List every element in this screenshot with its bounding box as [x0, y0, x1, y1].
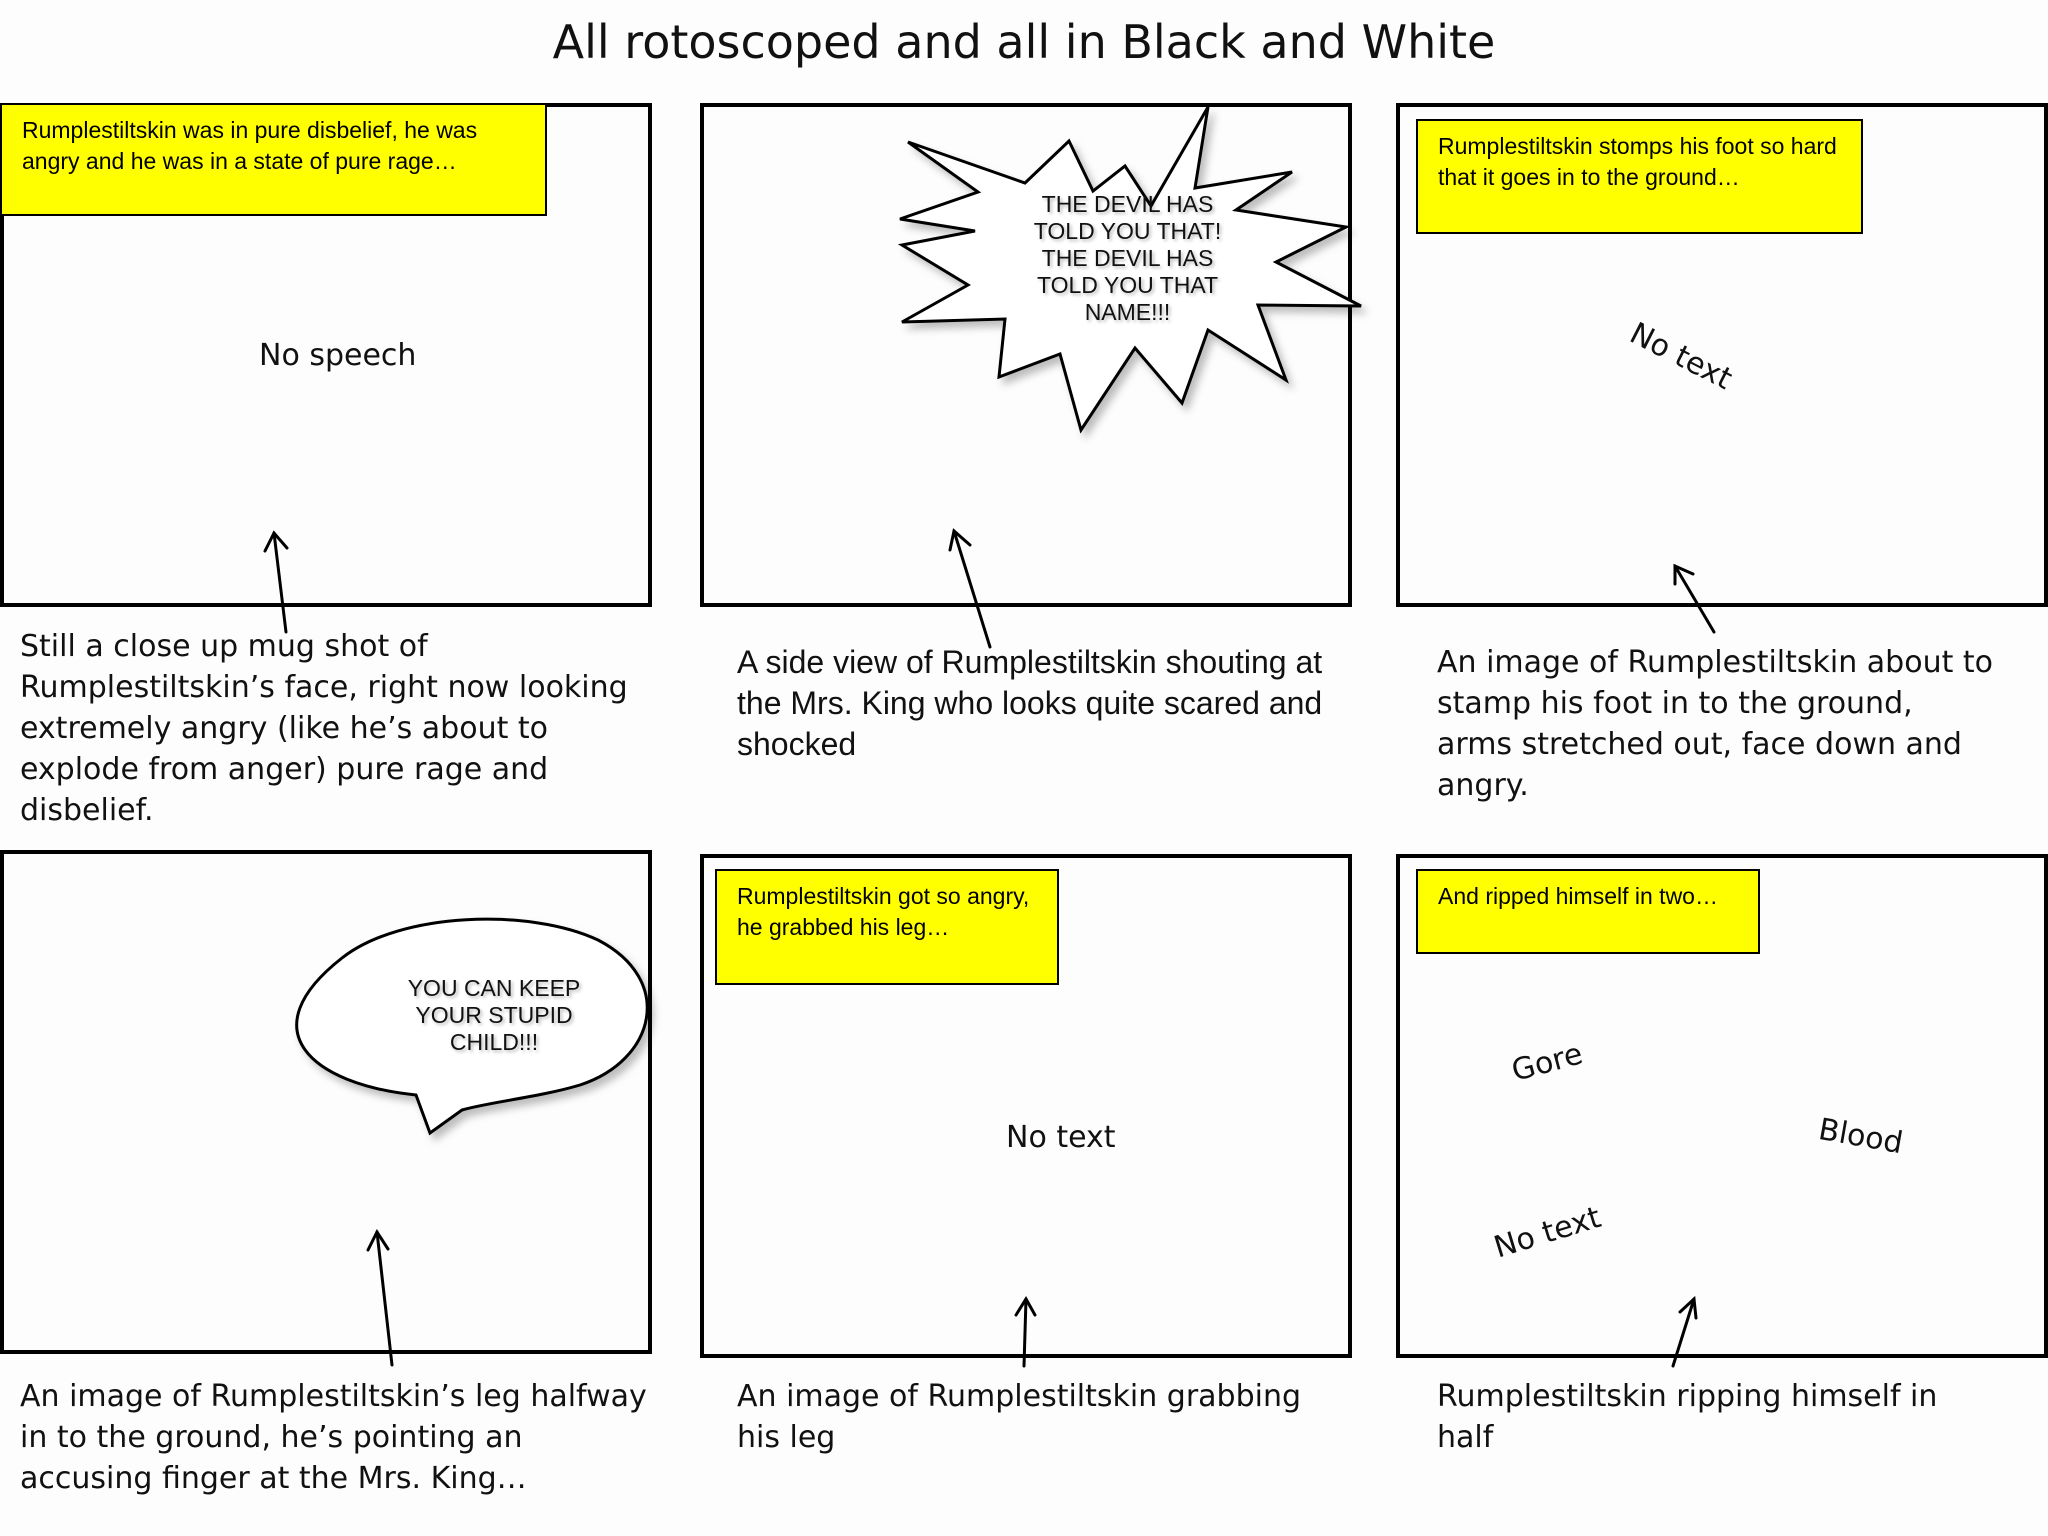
panel-1-description: Still a close up mug shot of Rumplestilt… — [20, 629, 628, 828]
panel-1-no-speech-label: No speech — [259, 338, 417, 373]
panel-6-caption: And ripped himself in two… — [1416, 869, 1760, 954]
page-title: All rotoscoped and all in Black and Whit… — [552, 15, 1496, 69]
oval-bubble-text: YOU CAN KEEP YOUR STUPID CHILD!!! — [407, 975, 581, 1055]
panel-5-arrow — [1014, 1296, 1037, 1368]
oval-speech-bubble — [295, 917, 649, 1136]
panel-3-caption: Rumplestiltskin stomps his foot so hard … — [1416, 119, 1863, 234]
panel-3-description: An image of Rumplestiltskin about to sta… — [1437, 645, 1993, 803]
panel-6-description: Rumplestiltskin ripping himself in half — [1437, 1379, 1938, 1455]
panel-4-description: An image of Rumplestiltskin’s leg halfwa… — [20, 1379, 647, 1496]
panel-4-arrow — [366, 1228, 394, 1367]
panel-5-description: An image of Rumplestiltskin grabbing his… — [737, 1379, 1302, 1455]
panel-5-no-text-label: No text — [1006, 1120, 1116, 1155]
panel-5-caption: Rumplestiltskin got so angry, he grabbed… — [715, 869, 1059, 985]
panel-2-arrow — [948, 528, 992, 649]
explosion-speech-bubble — [897, 106, 1362, 434]
panel-1-arrow — [263, 530, 289, 634]
pointer-arrows — [263, 528, 1716, 1368]
panel-1-caption: Rumplestiltskin was in pure disbelief, h… — [0, 103, 547, 216]
explosion-bubble-text: THE DEVIL HAS TOLD YOU THAT! THE DEVIL H… — [1033, 191, 1222, 325]
panel-2-description: A side view of Rumplestiltskin shouting … — [737, 644, 1323, 762]
panel-6-arrow — [1671, 1295, 1698, 1368]
panel-3-arrow — [1673, 563, 1716, 634]
